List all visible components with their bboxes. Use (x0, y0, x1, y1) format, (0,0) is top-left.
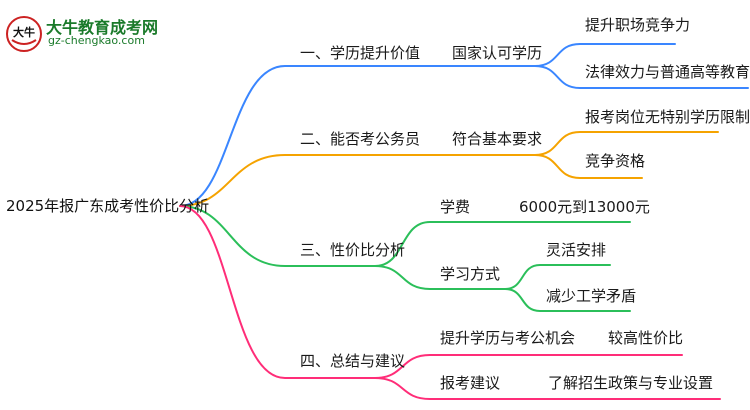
branch-3-child-2-leaf-2: 减少工学矛盾 (546, 287, 637, 305)
branch-3-child-1-connector (374, 221, 631, 267)
logo-badge-icon: 大牛 (6, 16, 42, 52)
branch-3-child-2-label: 学习方式 (440, 265, 501, 283)
branch-4-child-1-leaf-1: 较高性价比 (608, 329, 684, 347)
branch-1-child-1-label: 国家认可学历 (452, 44, 543, 62)
branch-2-leaf-2-connector (534, 154, 643, 179)
branch-2-leaf-1: 报考岗位无特别学历限制 (585, 108, 750, 126)
branch-4-child-1-connector (374, 354, 683, 379)
branch-3-child-1-label: 学费 (440, 198, 471, 216)
logo-site-name: 大牛教育成考网 (46, 18, 159, 37)
branch-3-leaf-2-connector (504, 288, 631, 312)
logo-badge-text: 大牛 (13, 25, 35, 39)
branch-1-connector (179, 65, 441, 207)
branch-4-child-2-label: 报考建议 (440, 374, 501, 392)
branch-1-leaf-1: 提升职场竞争力 (585, 16, 691, 34)
branch-4-child-2-leaf-1: 了解招生政策与专业设置 (548, 374, 714, 392)
branch-2-child-1-label: 符合基本要求 (452, 130, 543, 148)
branch-2-leaf-2: 竞争资格 (585, 152, 646, 170)
site-logo: 大牛 (4, 14, 164, 54)
logo-url: gz-chengkao.com (48, 34, 145, 47)
branch-2-connector (179, 154, 441, 207)
branch-4-connector (179, 205, 376, 379)
branch-3-label: 三、性价比分析 (300, 241, 406, 259)
branch-3-child-2-leaf-1: 灵活安排 (546, 241, 607, 259)
branch-4-child-1-label: 提升学历与考公机会 (440, 329, 576, 347)
branch-1-label: 一、学历提升价值 (300, 44, 421, 62)
branch-3-leaf-1-connector (504, 264, 611, 290)
branch-1-leaf-2-connector (534, 65, 749, 89)
root-topic: 2025年报广东成考性价比分析 (6, 197, 210, 215)
branch-1-leaf-2: 法律效力与普通高等教育相同 (585, 63, 750, 81)
branch-4-child-2-connector (374, 377, 721, 400)
branch-3-connector (179, 205, 376, 267)
branch-3-child-2-connector (374, 265, 506, 290)
branch-2-label: 二、能否考公务员 (300, 130, 421, 148)
branch-4-label: 四、总结与建议 (300, 352, 406, 370)
branch-3-child-1-leaf-1: 6000元到13000元 (519, 198, 650, 216)
